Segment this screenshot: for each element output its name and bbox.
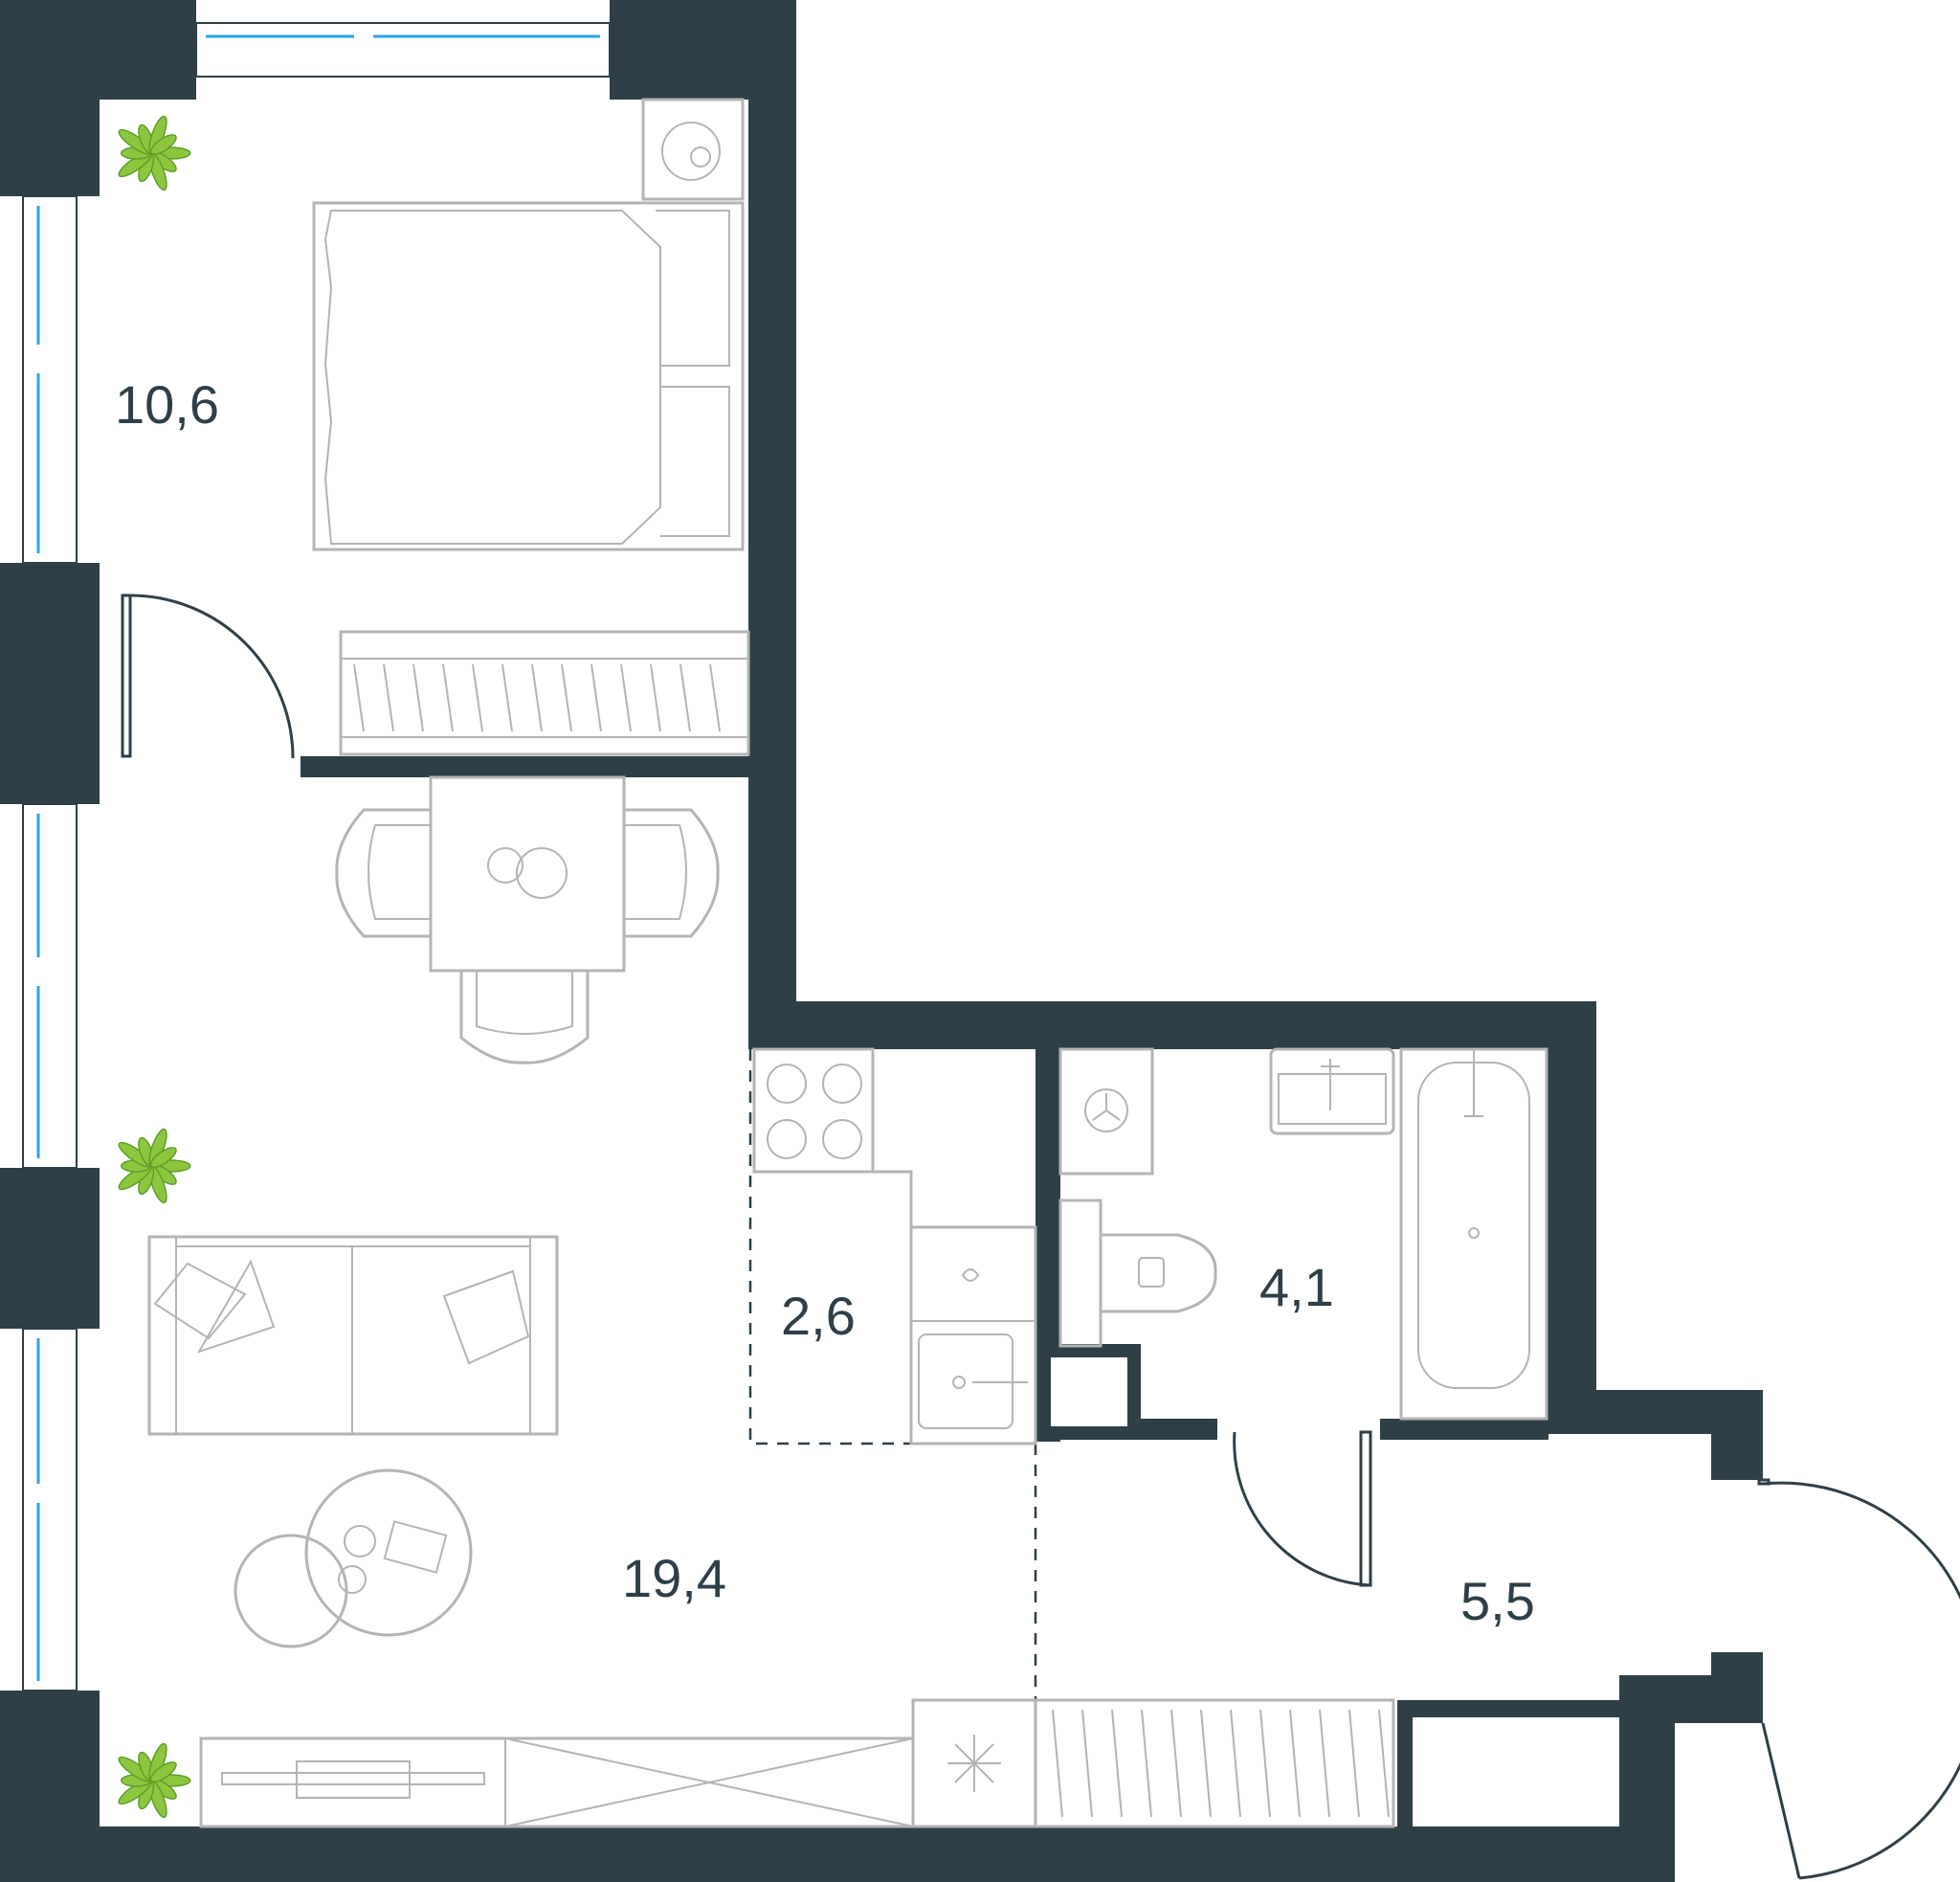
hanger-line bbox=[1170, 1709, 1182, 1818]
hanger-line bbox=[442, 663, 454, 732]
sink-icon bbox=[1269, 1047, 1395, 1135]
bathtub-icon bbox=[1399, 1047, 1548, 1421]
kitchen-area: 2,6 bbox=[781, 1286, 856, 1346]
hanger-line bbox=[561, 663, 572, 732]
boiler-icon bbox=[641, 98, 745, 201]
sink-icon bbox=[918, 1333, 1028, 1429]
hanger-line bbox=[650, 663, 661, 732]
hallway-area: 5,5 bbox=[1460, 1571, 1535, 1631]
hanger-line bbox=[1319, 1709, 1330, 1818]
kitchen-zone-boundary bbox=[748, 1049, 1036, 1445]
wardrobe-icon bbox=[1034, 1698, 1395, 1828]
hanger-line bbox=[1289, 1709, 1301, 1818]
wardrobe-hangers bbox=[353, 663, 721, 732]
hanger-line bbox=[531, 663, 543, 732]
bedroom-area: 10,6 bbox=[115, 374, 219, 435]
hanger-line bbox=[1200, 1709, 1212, 1818]
wardrobe-icon bbox=[339, 630, 750, 756]
hanger-line bbox=[1052, 1709, 1063, 1818]
bed-icon bbox=[312, 201, 745, 551]
hanger-line bbox=[679, 663, 691, 732]
plant-icon bbox=[118, 1742, 191, 1819]
hanger-line bbox=[353, 663, 365, 732]
living-room-area: 19,4 bbox=[622, 1548, 726, 1608]
doors bbox=[121, 594, 1960, 1880]
windows bbox=[22, 22, 611, 1692]
hanger-line bbox=[709, 663, 721, 732]
sofa-icon bbox=[147, 1235, 559, 1436]
bathroom-area: 4,1 bbox=[1259, 1257, 1334, 1317]
fridge-icon bbox=[911, 1698, 1037, 1828]
hanger-line bbox=[1081, 1709, 1093, 1818]
stove-icon bbox=[752, 1047, 875, 1174]
kitchen-counter bbox=[873, 1170, 1037, 1445]
hanger-line bbox=[1111, 1709, 1123, 1818]
hanger-line bbox=[501, 663, 513, 732]
hanger-line bbox=[412, 663, 424, 732]
hanger-line bbox=[590, 663, 602, 732]
walls bbox=[0, 0, 1763, 1882]
washing-machine-icon bbox=[1058, 1047, 1154, 1176]
hanger-line bbox=[472, 663, 483, 732]
hanger-line bbox=[1230, 1709, 1241, 1818]
coffee-table-icon bbox=[234, 1468, 473, 1648]
hanger-line bbox=[620, 663, 632, 732]
hanger-line bbox=[1378, 1709, 1390, 1818]
tv-stand-icon bbox=[199, 1736, 915, 1828]
dishwasher-mark bbox=[961, 1268, 980, 1282]
hanger-line bbox=[383, 663, 394, 732]
chair-icon bbox=[624, 808, 720, 938]
hanger-line bbox=[1141, 1709, 1152, 1818]
hanger-line bbox=[1259, 1709, 1271, 1818]
plant-icon bbox=[118, 115, 191, 191]
plants bbox=[118, 115, 191, 1819]
toilet-icon bbox=[1058, 1199, 1217, 1348]
wardrobe-hangers bbox=[1052, 1709, 1390, 1818]
plant-icon bbox=[118, 1128, 191, 1204]
chair-icon bbox=[459, 971, 590, 1064]
table-icon bbox=[429, 775, 626, 973]
hanger-line bbox=[1348, 1709, 1360, 1818]
chair-icon bbox=[335, 808, 431, 938]
